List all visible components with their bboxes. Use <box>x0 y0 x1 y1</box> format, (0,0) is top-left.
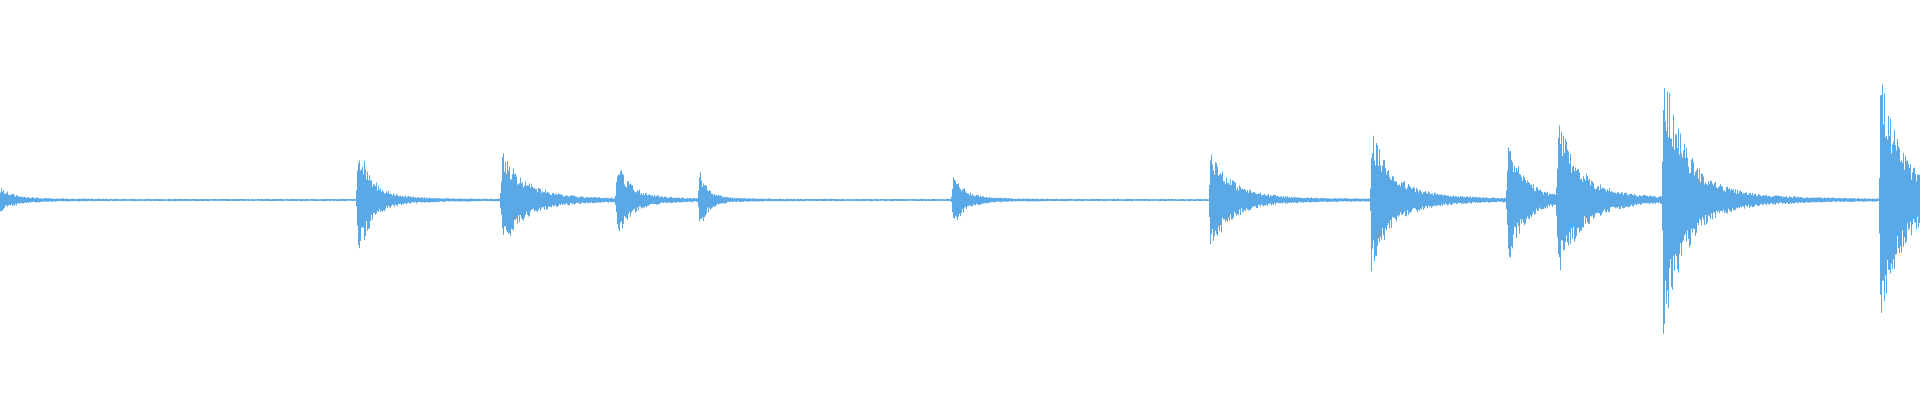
waveform-bars <box>0 84 1920 334</box>
waveform-trace <box>0 84 1920 334</box>
